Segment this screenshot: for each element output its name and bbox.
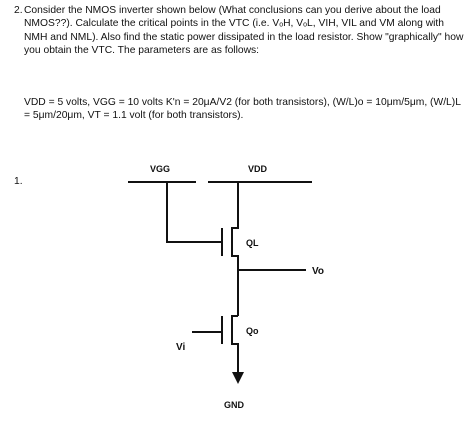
qo-channel xyxy=(231,315,239,374)
vi-label: Vi xyxy=(176,342,185,353)
vo-label: Vo xyxy=(312,266,324,277)
vgg-label: VGG xyxy=(150,164,170,174)
question-number: 2. xyxy=(14,5,23,16)
question-block: 2. Consider the NMOS inverter shown belo… xyxy=(14,4,464,58)
ql-label: QL xyxy=(246,238,259,248)
question-text: Consider the NMOS inverter shown below (… xyxy=(24,5,464,57)
ql-gate-wire xyxy=(166,182,222,243)
item-number: 1. xyxy=(14,176,23,187)
gnd-label: GND xyxy=(224,400,245,410)
vdd-label: VDD xyxy=(248,164,268,174)
gnd-arrow-icon xyxy=(232,372,244,384)
question-parameters: VDD = 5 volts, VGG = 10 volts K'n = 20μA… xyxy=(24,97,461,122)
ql-channel xyxy=(231,182,239,270)
qo-label: Qo xyxy=(246,326,259,336)
